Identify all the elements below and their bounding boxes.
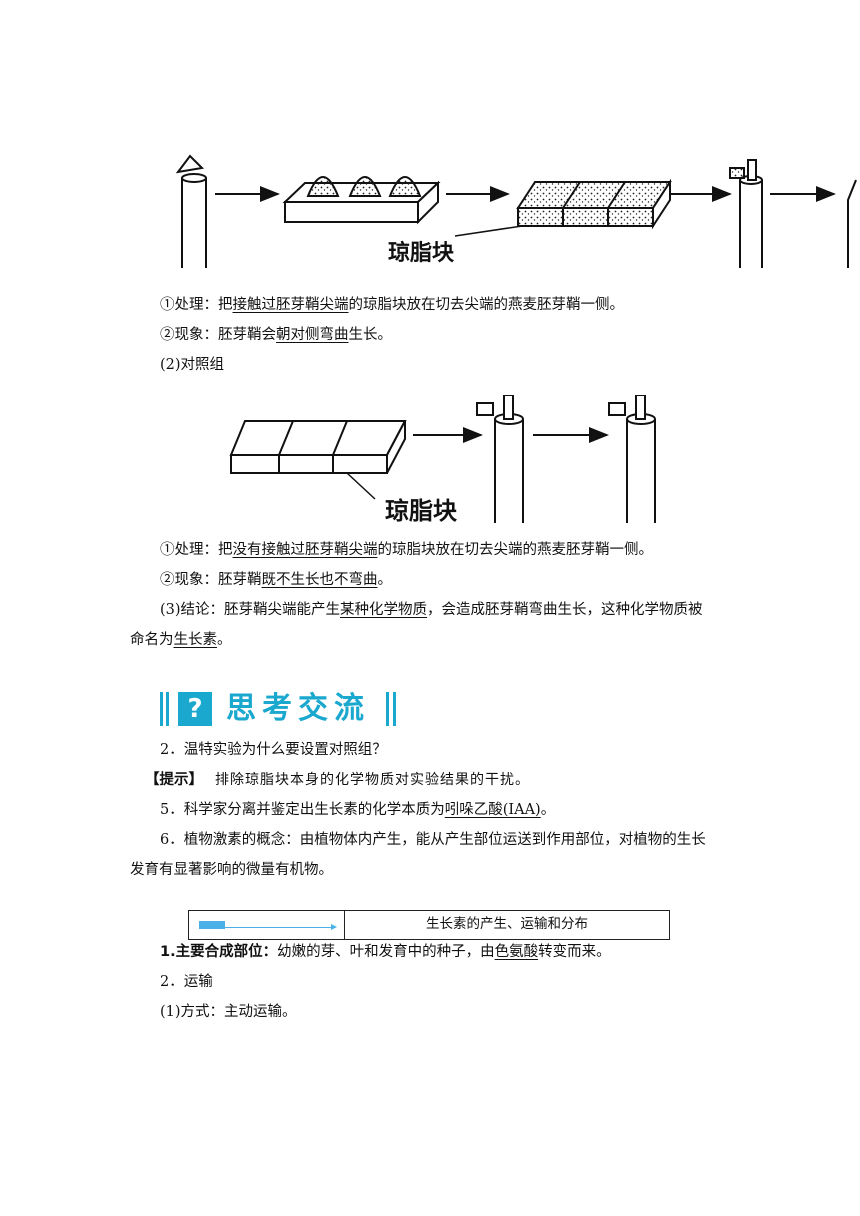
section-tag-cell: [189, 911, 345, 939]
question-2: 2．温特实验为什么要设置对照组？: [160, 742, 387, 758]
synthesis-site: 1.主要合成部位：幼嫩的芽、叶和发育中的种子，由色氨酸转变而来。: [160, 944, 611, 960]
control-treatment: ①处理：把没有接触过胚芽鞘尖端的琼脂块放在切去尖端的燕麦胚芽鞘一侧。: [160, 542, 653, 558]
agar-label-1: 琼脂块: [388, 240, 455, 266]
treated-agar-blocks: [516, 178, 672, 230]
hint-line: 【提示】排除琼脂块本身的化学物质对实验结果的干扰。: [145, 772, 530, 788]
conclusion-line2: 命名为生长素。: [130, 632, 232, 648]
control-phenomenon: ②现象：胚芽鞘既不生长也不弯曲。: [160, 572, 392, 588]
transport-title: 2．运输: [160, 974, 213, 990]
question-5: 5．科学家分离并鉴定出生长素的化学本质为吲哚乙酸(IAA)。: [160, 802, 556, 818]
banner-title: 思考交流: [226, 691, 370, 726]
control-figure: 琼脂块: [229, 395, 656, 525]
coleoptile-with-tip: [175, 154, 207, 268]
section-title: 生长素的产生、运输和分布: [426, 916, 588, 932]
experiment-figure: 琼脂块: [175, 154, 857, 268]
section-header-table: 生长素的产生、运输和分布: [188, 910, 670, 940]
agar-block-with-tips: [282, 176, 441, 225]
control-coleoptile-1: [476, 395, 524, 523]
transport-method: (1)方式：主动运输。: [160, 1004, 297, 1020]
control-coleoptile-2: [608, 395, 656, 523]
question-6-line1: 6．植物激素的概念：由植物体内产生，能从产生部位运送到作用部位，对植物的生长: [160, 832, 706, 848]
exp-treatment: ①处理：把接触过胚芽鞘尖端的琼脂块放在切去尖端的燕麦胚芽鞘一侧。: [160, 297, 624, 313]
arrow-tag-icon: [199, 921, 225, 929]
think-exchange-banner: ? 思考交流: [160, 690, 400, 730]
question-6-line2: 发育有显著影响的微量有机物。: [130, 862, 333, 878]
plain-agar-blocks: [229, 420, 407, 474]
exp-phenomenon: ②现象：胚芽鞘会朝对侧弯曲生长。: [160, 327, 392, 343]
agar-label-2: 琼脂块: [385, 497, 457, 525]
question-icon: ?: [178, 692, 212, 726]
decapitated-coleoptile: [729, 159, 763, 268]
control-title: (2)对照组: [160, 357, 225, 373]
bent-coleoptile: [847, 179, 857, 268]
conclusion-line1: (3)结论：胚芽鞘尖端能产生某种化学物质，会造成胚芽鞘弯曲生长，这种化学物质被: [160, 602, 703, 618]
